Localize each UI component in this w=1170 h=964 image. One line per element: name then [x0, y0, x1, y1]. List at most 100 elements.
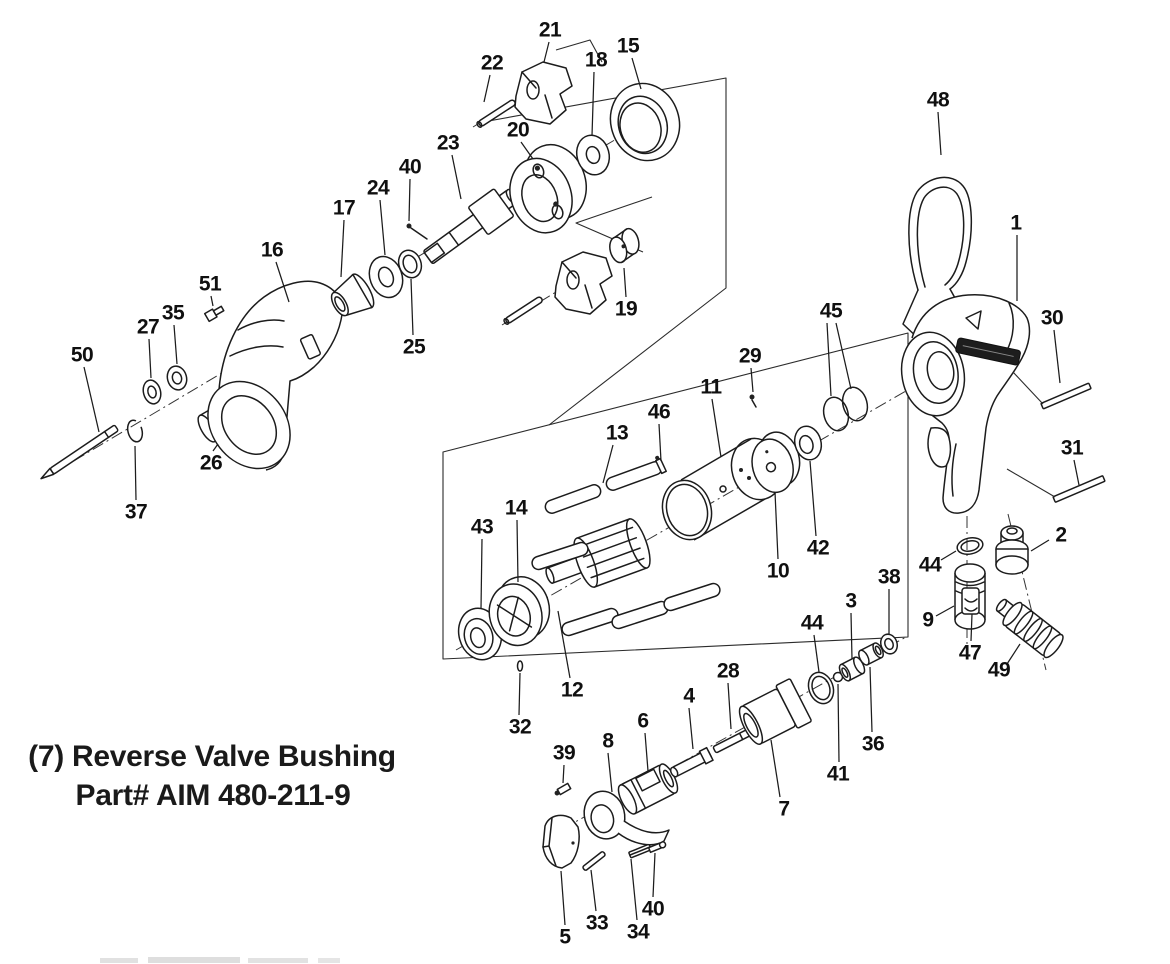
- part-16-clutch-housing: [207, 280, 343, 471]
- part-label-36: 36: [862, 666, 885, 756]
- part-number-labels: 1234567891011121314151617181920212223242…: [71, 19, 1085, 949]
- part-27-washer: [142, 379, 162, 405]
- part-30-spring-rod: [1012, 371, 1092, 410]
- part-7-reverse-valve-bushing: [738, 678, 812, 745]
- housing-bore: [900, 331, 966, 417]
- part-23-anvil: [423, 188, 519, 264]
- part-label-7: 7: [770, 739, 790, 821]
- part-9-throttle-valve: [954, 563, 986, 630]
- svg-text:42: 42: [807, 537, 829, 560]
- part-48-retainer-clip: [902, 176, 973, 341]
- part-label-45: 45: [820, 300, 852, 397]
- svg-text:17: 17: [333, 197, 355, 220]
- svg-text:23: 23: [437, 132, 459, 155]
- part-13-rotor-vanes: [531, 461, 721, 637]
- svg-text:21: 21: [539, 19, 562, 42]
- part-label-18: 18: [585, 49, 608, 137]
- part-label-41: 41: [827, 683, 850, 786]
- svg-text:1: 1: [1010, 212, 1022, 235]
- part-label-15: 15: [617, 35, 642, 90]
- brand-plate: [955, 337, 1021, 366]
- svg-text:32: 32: [509, 716, 531, 739]
- svg-text:8: 8: [602, 730, 614, 753]
- svg-text:29: 29: [739, 345, 761, 368]
- svg-text:49: 49: [988, 659, 1010, 682]
- callout-caption: (7) Reverse Valve Bushing Part# AIM 480-…: [28, 740, 396, 812]
- part-31-spring-rod: [1006, 468, 1106, 503]
- svg-text:20: 20: [507, 119, 529, 142]
- part-1-housing-body: [900, 294, 1031, 514]
- part-label-50: 50: [71, 344, 100, 433]
- callout-part-name: (7) Reverse Valve Bushing: [28, 740, 396, 773]
- part-40-pin-front: [406, 223, 428, 240]
- svg-text:25: 25: [403, 336, 426, 359]
- part-label-1: 1: [1010, 212, 1023, 301]
- part-51-screw: [203, 305, 225, 323]
- svg-text:44: 44: [801, 612, 824, 635]
- motor-inset-panel: [442, 332, 909, 660]
- part-label-47: 47: [959, 613, 982, 665]
- part-29-screw: [749, 394, 757, 408]
- part-label-49: 49: [988, 643, 1021, 682]
- svg-text:46: 46: [648, 401, 670, 424]
- part-3-valve-cup: [838, 656, 866, 682]
- svg-text:9: 9: [922, 609, 933, 632]
- part-label-34: 34: [627, 858, 650, 944]
- svg-text:34: 34: [627, 921, 650, 944]
- part-label-8: 8: [602, 730, 615, 793]
- part-label-12: 12: [557, 610, 584, 702]
- svg-text:44: 44: [919, 554, 942, 577]
- svg-text:47: 47: [959, 642, 981, 665]
- part-label-43: 43: [471, 516, 494, 610]
- part-label-11: 11: [700, 376, 723, 458]
- svg-text:10: 10: [767, 560, 789, 583]
- part-label-5: 5: [559, 870, 572, 949]
- part-32-dowel-pin: [516, 660, 524, 672]
- svg-text:12: 12: [561, 679, 583, 702]
- part-label-39: 39: [553, 742, 576, 784]
- svg-text:51: 51: [199, 273, 222, 296]
- svg-text:11: 11: [700, 376, 722, 399]
- part-label-35: 35: [162, 302, 185, 365]
- svg-text:27: 27: [137, 316, 159, 339]
- part-label-19: 19: [615, 267, 638, 321]
- part-label-37: 37: [125, 445, 148, 524]
- callout-part-number: Part# AIM 480-211-9: [75, 779, 350, 812]
- part-33-pin: [582, 851, 606, 871]
- part-label-14: 14: [505, 497, 528, 583]
- part-24-washer: [368, 255, 404, 299]
- part-19-cage: [609, 227, 640, 264]
- part-label-2: 2: [1030, 524, 1067, 552]
- svg-text:41: 41: [827, 763, 850, 786]
- part-label-16: 16: [261, 239, 290, 303]
- svg-text:19: 19: [615, 298, 637, 321]
- svg-text:16: 16: [261, 239, 283, 262]
- part-14-end-plate-front: [488, 576, 551, 647]
- part-38-washer: [879, 633, 899, 655]
- part-label-23: 23: [437, 132, 462, 200]
- part-label-40: 40: [399, 156, 422, 222]
- svg-text:30: 30: [1041, 307, 1063, 330]
- svg-text:31: 31: [1061, 437, 1084, 460]
- part-label-28: 28: [717, 660, 740, 730]
- part-15-hammer-case-bushing: [609, 82, 681, 162]
- part-label-44: 44: [919, 550, 957, 577]
- part-5-trigger: [542, 814, 580, 869]
- part-4-valve-stem: [669, 746, 714, 778]
- svg-text:5: 5: [559, 926, 571, 949]
- part-label-4: 4: [683, 685, 696, 750]
- part-37-retaining-ring: [126, 419, 144, 443]
- svg-text:22: 22: [481, 52, 503, 75]
- part-2-inlet-valve: [995, 525, 1029, 575]
- part-18-washer: [575, 134, 611, 176]
- svg-text:28: 28: [717, 660, 740, 683]
- part-label-44: 44: [801, 612, 824, 673]
- part-label-6: 6: [637, 710, 649, 772]
- part-label-21: 21: [539, 19, 562, 63]
- part-44-o-ring-grip: [956, 536, 984, 556]
- svg-text:3: 3: [845, 590, 856, 613]
- svg-text:36: 36: [862, 733, 884, 756]
- part-label-33: 33: [586, 869, 609, 935]
- part-label-26: 26: [200, 443, 223, 475]
